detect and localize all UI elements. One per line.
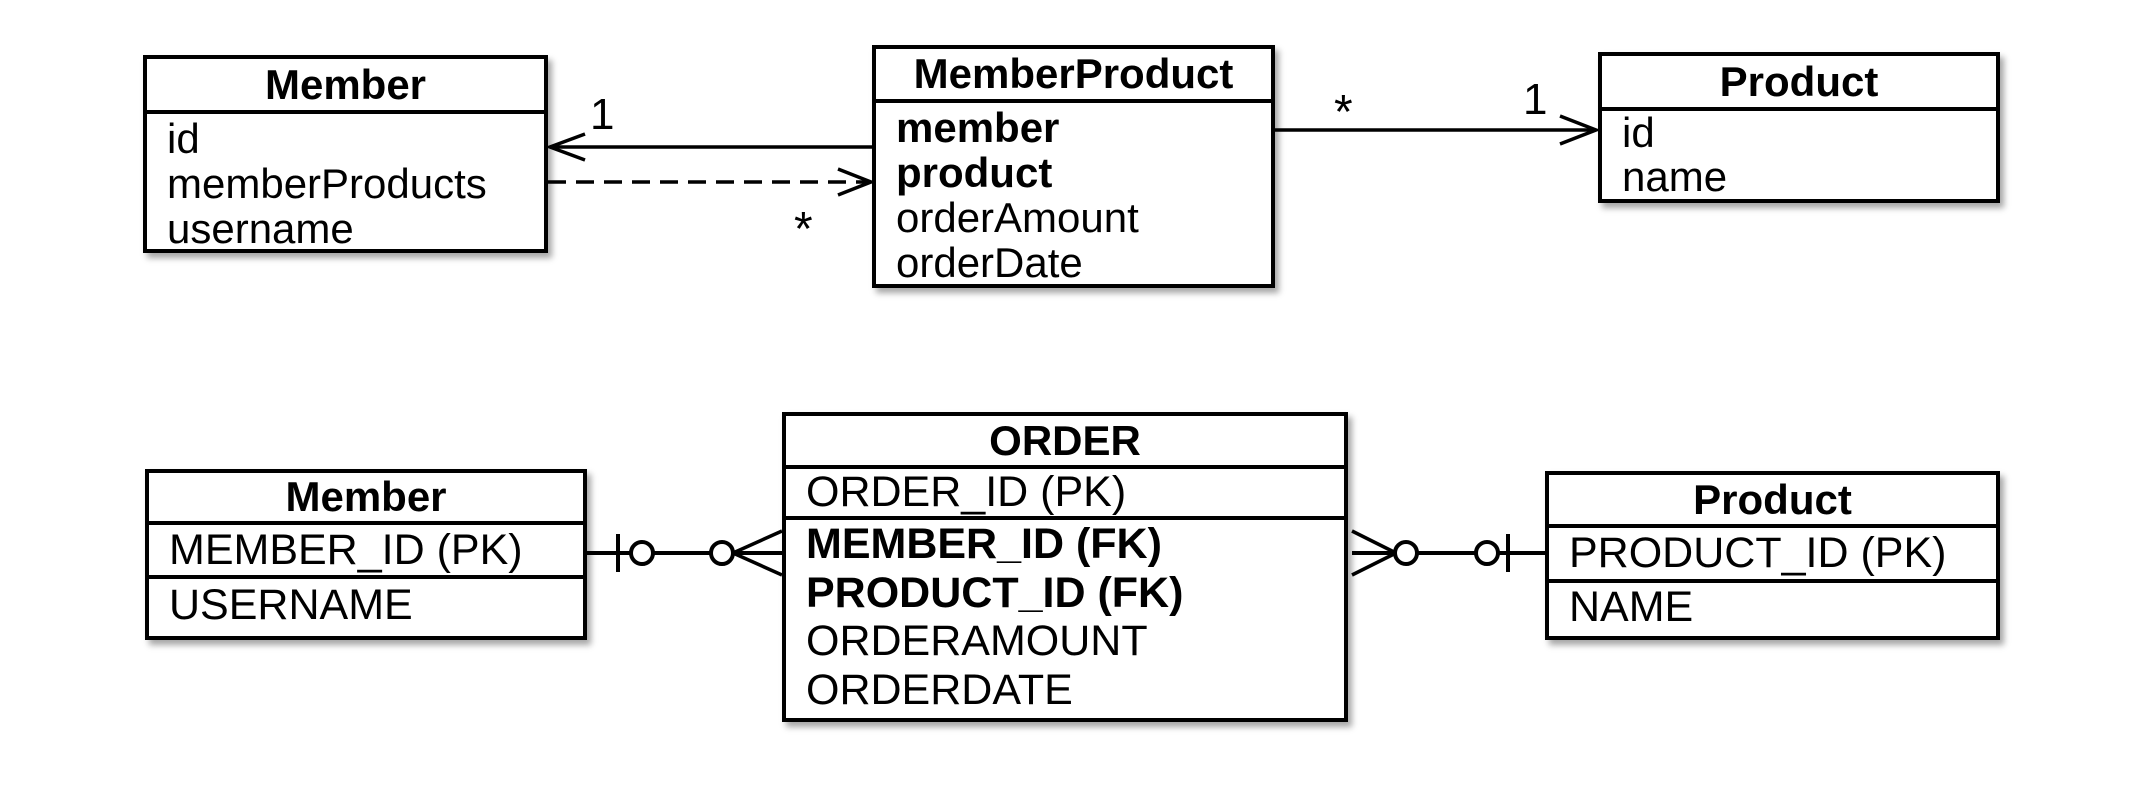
er-title-order: ORDER [786, 416, 1344, 469]
er-table-member: Member MEMBER_ID (PK) USERNAME [145, 469, 587, 640]
er-row: ORDERAMOUNT [806, 617, 1148, 665]
open-arrowhead-right-icon [837, 167, 876, 197]
class-title-member: Member [147, 59, 544, 114]
multiplicity-label: * [1334, 86, 1353, 139]
zero-circle-icon [709, 540, 735, 566]
class-title-product: Product [1602, 56, 1996, 111]
er-title-product: Product [1549, 475, 1996, 528]
class-field: orderAmount [896, 194, 1139, 241]
multiplicity-label: 1 [590, 90, 615, 139]
class-field: memberProducts [167, 160, 487, 207]
er-row: MEMBER_ID (FK) [806, 520, 1162, 568]
class-fields-member-product: member product orderAmount orderDate [876, 103, 1271, 285]
zero-circle-icon [1393, 540, 1419, 566]
er-row: MEMBER_ID (PK) [149, 525, 583, 579]
class-field: name [1622, 153, 1728, 200]
class-field: orderDate [896, 239, 1083, 286]
crow-foot-icon [1351, 551, 1397, 577]
er-title-member: Member [149, 473, 583, 525]
multiplicity-label: * [794, 203, 813, 256]
er-order-compartment: MEMBER_ID (FK) PRODUCT_ID (FK) ORDERAMOU… [786, 520, 1344, 714]
er-table-order: ORDER ORDER_ID (PK) MEMBER_ID (FK) PRODU… [782, 412, 1348, 722]
class-box-product: Product id name [1598, 52, 2000, 203]
crow-foot-icon [732, 551, 783, 577]
class-field: username [167, 205, 354, 252]
er-row: PRODUCT_ID (PK) [1549, 528, 1996, 583]
er-table-product: Product PRODUCT_ID (PK) NAME [1545, 471, 2000, 640]
crow-foot-icon [1351, 529, 1397, 555]
class-field: member [896, 104, 1060, 151]
class-box-member: Member id memberProducts username [143, 55, 548, 253]
class-field: id [167, 115, 200, 162]
class-field: id [1622, 109, 1655, 156]
class-box-member-product: MemberProduct member product orderAmount… [872, 45, 1275, 288]
class-title-member-product: MemberProduct [876, 49, 1271, 103]
class-fields-member: id memberProducts username [147, 114, 544, 251]
er-row: PRODUCT_ID (FK) [806, 568, 1184, 617]
multiplicity-label: 1 [1523, 75, 1548, 124]
open-arrowhead-left-icon [544, 132, 586, 162]
er-row: ORDERDATE [806, 665, 1073, 714]
er-row: USERNAME [169, 581, 413, 629]
class-field: product [896, 149, 1053, 196]
open-arrowhead-right-icon [1559, 114, 1601, 146]
zero-circle-icon [629, 540, 655, 566]
er-row-primary-key: ORDER_ID (PK) [786, 468, 1344, 520]
class-fields-product: id name [1602, 111, 1996, 199]
crow-foot-icon [732, 529, 783, 555]
zero-circle-icon [1474, 540, 1500, 566]
er-row: NAME [1569, 583, 1694, 631]
